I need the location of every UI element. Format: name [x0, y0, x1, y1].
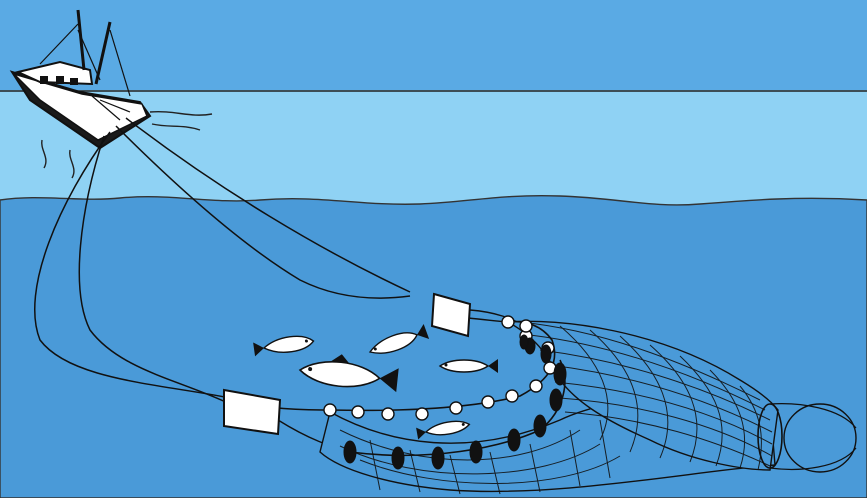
weight-icon: [392, 447, 404, 469]
float-icon: [450, 402, 462, 414]
sky: [0, 0, 867, 92]
float-icon: [506, 390, 518, 402]
float-icon: [324, 404, 336, 416]
weight-icon: [520, 335, 528, 349]
float-icon: [416, 408, 428, 420]
weight-icon: [554, 363, 566, 385]
weight-icon: [541, 345, 551, 363]
weight-icon: [508, 429, 520, 451]
float-icon: [530, 380, 542, 392]
weight-icon: [470, 441, 482, 463]
weight-icon: [344, 441, 356, 463]
float-icon: [520, 320, 532, 332]
weight-icon: [432, 447, 444, 469]
weight-icon: [550, 389, 562, 411]
float-icon: [502, 316, 514, 328]
float-icon: [482, 396, 494, 408]
float-icon: [382, 408, 394, 420]
weight-icon: [534, 415, 546, 437]
float-icon: [352, 406, 364, 418]
